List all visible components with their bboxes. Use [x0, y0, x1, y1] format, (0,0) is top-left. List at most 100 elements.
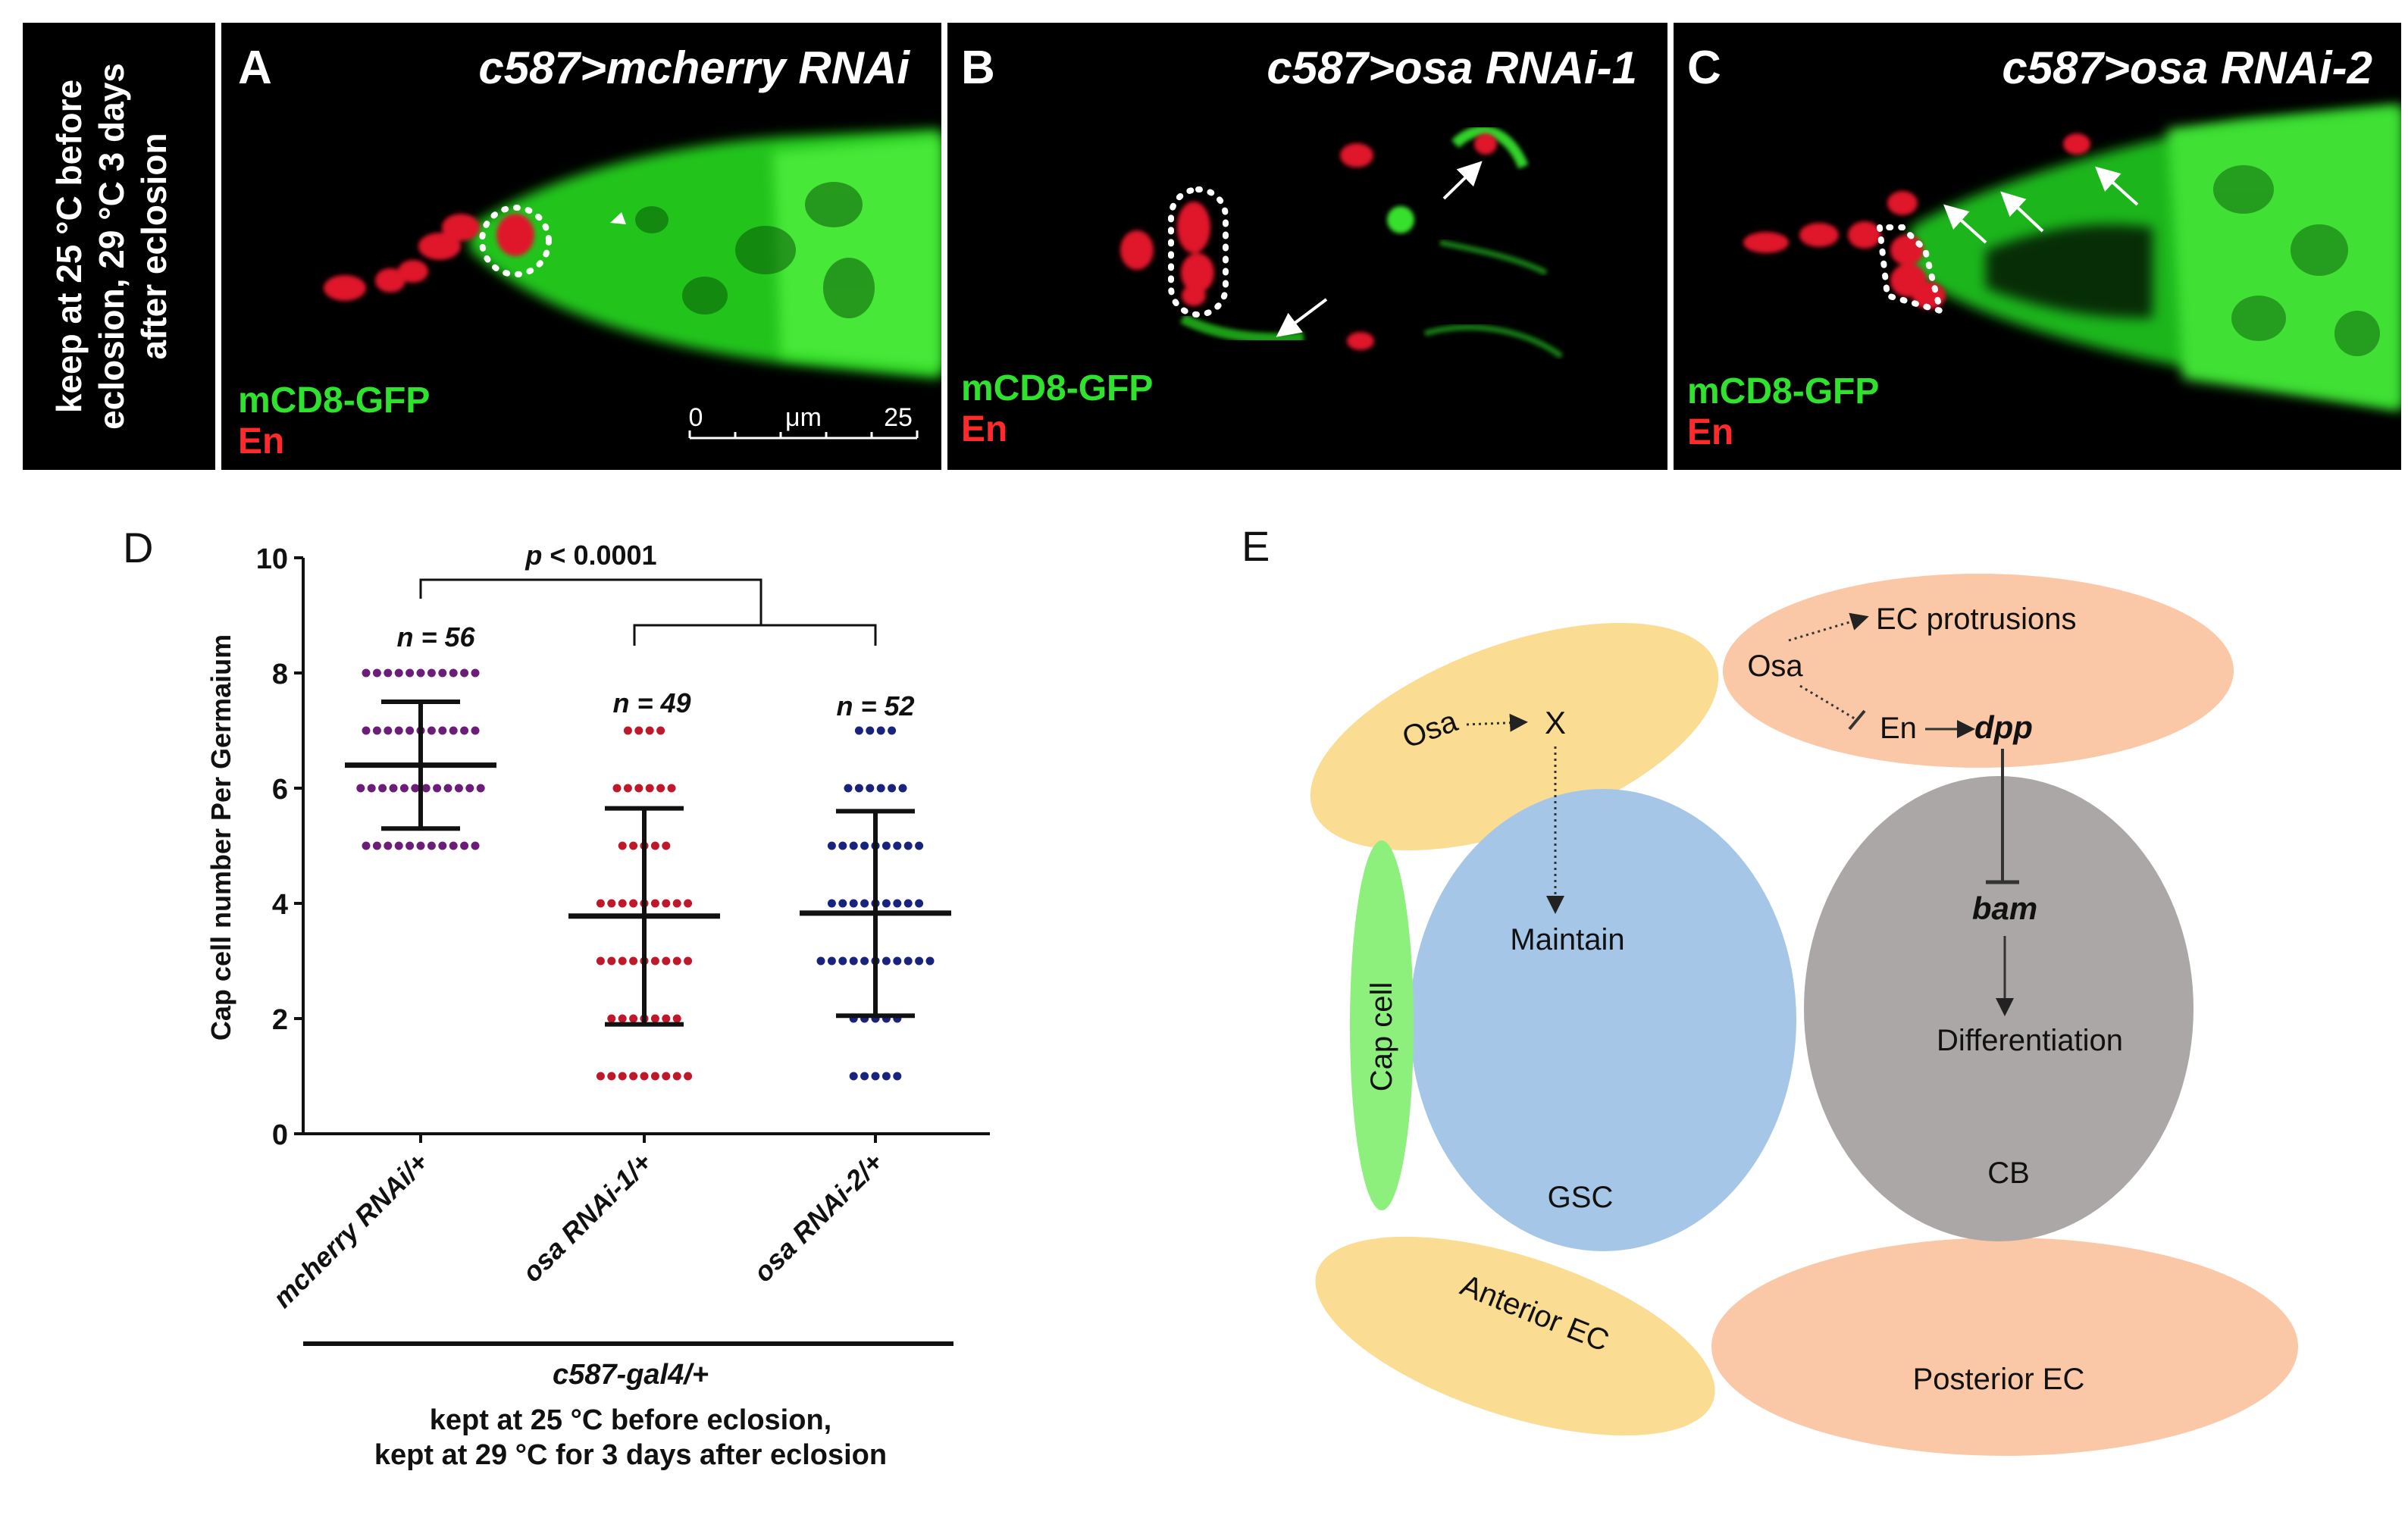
data-point [925, 956, 935, 966]
data-point [449, 668, 458, 678]
data-point [844, 784, 853, 793]
data-point [893, 899, 902, 908]
data-point [871, 1072, 880, 1081]
dpp-label: dpp [1974, 709, 2033, 745]
data-point [672, 956, 681, 966]
panel-a-green-label: mCD8-GFP [238, 380, 430, 421]
data-point [607, 1014, 616, 1023]
data-point [427, 668, 436, 678]
data-point [618, 899, 627, 908]
inhibition-bar [1848, 709, 1866, 731]
scale-bar-unit: μm [785, 403, 822, 432]
data-point [618, 1014, 627, 1023]
data-point [684, 1072, 693, 1081]
data-point [849, 956, 858, 966]
genotype-label: c587-gal4/+ [553, 1359, 709, 1391]
posterior-ec-label: Posterior EC [1913, 1363, 2085, 1396]
micrograph-panel-c: C c587>osa RNAi-2 mCD8-GFP En [1674, 23, 2401, 470]
data-point [438, 841, 447, 850]
condition-line2: kept at 29 °C for 3 days after eclosion [374, 1439, 887, 1471]
data-point [460, 668, 469, 678]
data-point [362, 668, 371, 678]
ec-protrusions-label: EC protrusions [1876, 603, 2077, 636]
data-point [411, 784, 420, 793]
osa-right-label: Osa [1747, 649, 1803, 683]
gsc-label: GSC [1548, 1181, 1614, 1214]
posterior-ec-ellipse [1711, 1238, 2298, 1456]
data-point [881, 899, 891, 908]
panel-b-title: c587>osa RNAi-1 [1267, 42, 1637, 93]
data-point [471, 841, 480, 850]
data-point [838, 956, 847, 966]
data-point [421, 784, 431, 793]
y-tick-label: 0 [272, 1119, 288, 1151]
panel-c-letter: C [1687, 42, 1721, 94]
data-point [454, 784, 463, 793]
scale-bar: 0 μm 25 [688, 403, 919, 440]
data-point [662, 841, 671, 850]
data-point [898, 784, 907, 793]
data-point [427, 841, 436, 850]
data-point [893, 956, 902, 966]
data-point [662, 1072, 671, 1081]
data-point [596, 956, 605, 966]
data-point [618, 841, 627, 850]
x-category-label: osa RNAi-1/+ [516, 1147, 658, 1288]
data-point [476, 784, 485, 793]
data-point [362, 841, 371, 850]
data-point [650, 841, 659, 850]
data-point [915, 956, 924, 966]
data-point [656, 784, 665, 793]
data-point [623, 726, 632, 735]
data-point [876, 784, 885, 793]
x-category-label: osa RNAi-2/+ [747, 1147, 889, 1288]
data-point [893, 1072, 902, 1081]
data-point [629, 1014, 638, 1023]
data-point [838, 841, 847, 850]
condition-line1: kept at 25 °C before eclosion, [430, 1404, 831, 1436]
panel-b-green-label: mCD8-GFP [961, 368, 1153, 408]
data-point [650, 1072, 659, 1081]
data-point [378, 784, 387, 793]
data-point [384, 726, 393, 735]
data-point [465, 784, 474, 793]
data-point [650, 899, 659, 908]
side-label-line3: after eclosion [134, 133, 174, 359]
data-point [629, 956, 638, 966]
y-tick-label: 4 [272, 889, 288, 921]
data-point [903, 899, 913, 908]
data-point [460, 841, 469, 850]
data-point [372, 841, 381, 850]
panel-e-diagram: E Osa X Maintain GSC Cap cell Anterior E… [1242, 522, 2298, 1456]
data-point [645, 784, 654, 793]
panel-e-letter: E [1242, 522, 1270, 570]
data-point [399, 784, 409, 793]
data-point [449, 726, 458, 735]
data-point [860, 899, 869, 908]
data-point [866, 784, 875, 793]
data-point [854, 784, 863, 793]
data-point [860, 956, 869, 966]
anterior-ec-ellipse [1315, 1236, 1715, 1436]
y-tick-label: 8 [272, 659, 288, 690]
data-point [854, 726, 863, 735]
data-point [881, 1072, 891, 1081]
data-point [881, 956, 891, 966]
data-point [389, 784, 398, 793]
scale-bar-start: 0 [689, 403, 703, 432]
data-point [672, 899, 681, 908]
data-point [662, 1014, 671, 1023]
data-point [607, 1072, 616, 1081]
data-point [596, 899, 605, 908]
side-label-line1: keep at 25 °C before [49, 80, 89, 413]
data-point [384, 668, 393, 678]
data-point [384, 841, 393, 850]
data-point [618, 956, 627, 966]
data-point [471, 726, 480, 735]
panel-d-letter: D [123, 524, 153, 571]
panel-c-green-label: mCD8-GFP [1687, 371, 1879, 412]
data-point [903, 841, 913, 850]
data-point [888, 784, 897, 793]
data-point [827, 956, 836, 966]
